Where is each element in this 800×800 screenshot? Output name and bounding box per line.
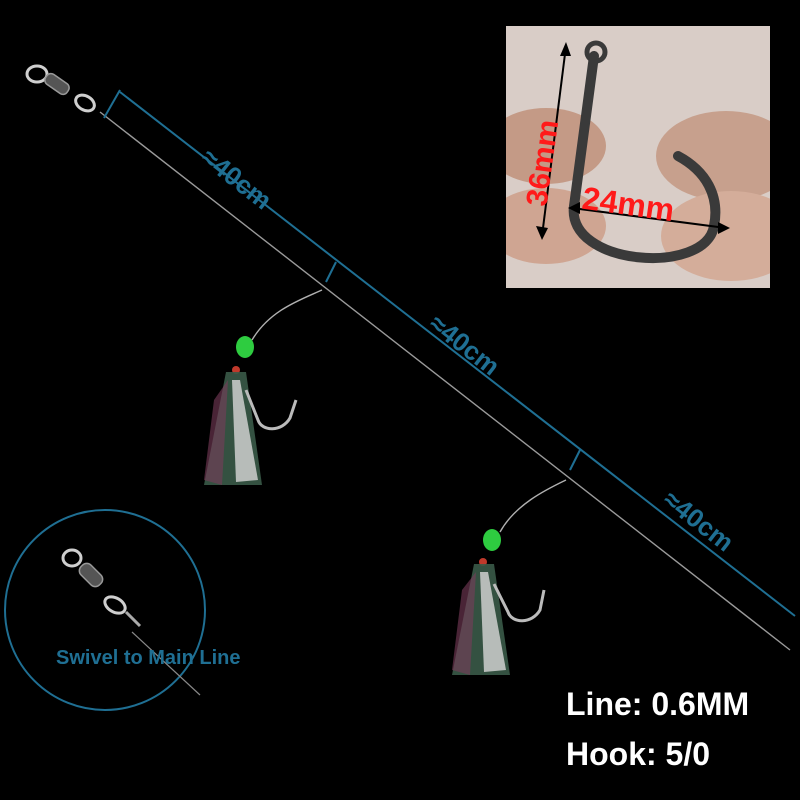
hook-spec: Hook: 5/0 — [566, 736, 711, 772]
hook-inset-drawing — [506, 40, 770, 281]
swivel-caption: Swivel to Main Line — [56, 647, 241, 669]
hook-2 — [492, 583, 546, 623]
bead-1 — [236, 336, 254, 358]
dropper-1 — [204, 289, 323, 485]
dropper-2 — [452, 479, 567, 675]
swivel-callout-circle — [4, 509, 206, 711]
main-line — [99, 111, 791, 651]
hook-inset: 36mm 24mm — [506, 26, 770, 288]
dimension-guide — [103, 89, 796, 617]
line-spec: Line: 0.6MM — [566, 686, 750, 722]
hook-1 — [244, 389, 298, 431]
bead-2 — [483, 529, 501, 551]
top-swivel — [25, 64, 96, 113]
